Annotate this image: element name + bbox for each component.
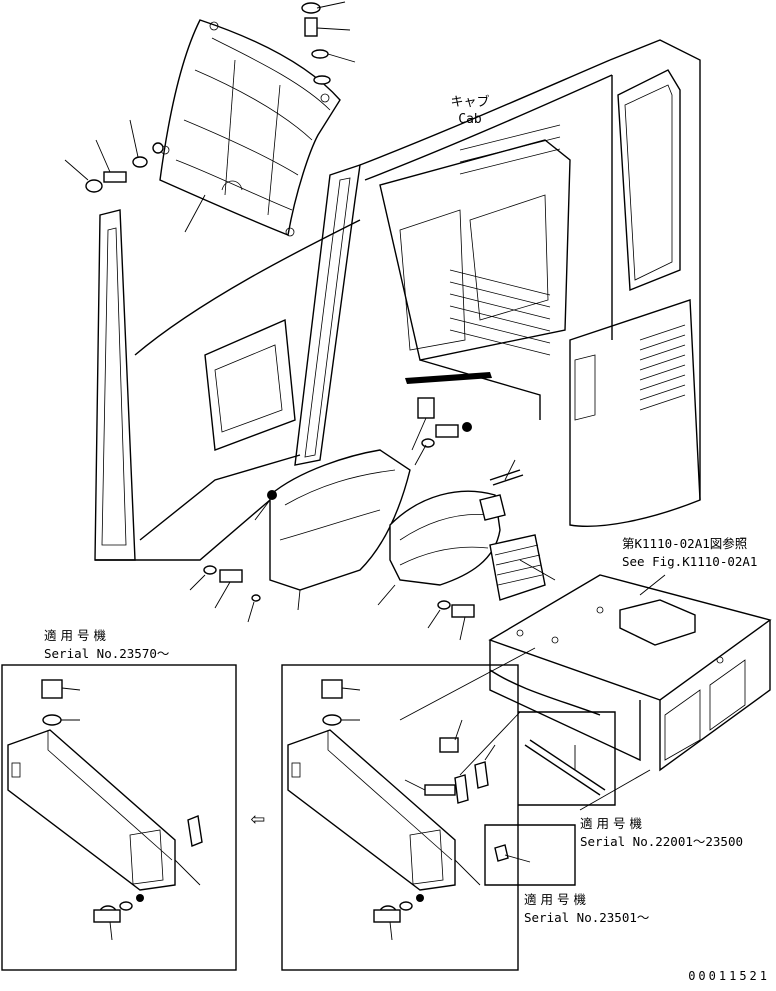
reference-label-ja: 第K1110-02A1図参照 bbox=[622, 536, 747, 551]
inset-pad bbox=[494, 844, 531, 863]
cab-label-en: Cab bbox=[458, 112, 482, 127]
inset-rod bbox=[524, 739, 606, 796]
top-cover-panel bbox=[159, 19, 341, 237]
direction-arrow: ⇦ bbox=[251, 804, 265, 832]
vent-grille bbox=[639, 324, 686, 411]
serial-c-label-ja: 適用号機 bbox=[524, 892, 590, 907]
cab-label-ja: キャブ bbox=[450, 94, 489, 110]
drawing-number: 00011521 bbox=[688, 969, 770, 983]
serial-b-label-en: Serial No.22001～23500 bbox=[580, 834, 743, 849]
inset-small-frame bbox=[484, 824, 576, 886]
lower-fasteners bbox=[189, 565, 475, 641]
inset-middle-frame bbox=[281, 664, 519, 971]
side-bolt-set bbox=[64, 119, 206, 233]
reference-label-en: See Fig.K1110-02A1 bbox=[622, 554, 757, 569]
lower-left-cover bbox=[254, 449, 411, 591]
serial-a-label-ja: 適用号機 bbox=[44, 628, 110, 643]
inset-middle-panel bbox=[287, 679, 496, 941]
inset-left-panel bbox=[7, 679, 203, 941]
top-bolt-stack bbox=[301, 1, 356, 85]
inset-left-frame bbox=[1, 664, 237, 971]
serial-a-label-en: Serial No.23570～ bbox=[44, 646, 169, 661]
small-rod bbox=[489, 459, 524, 486]
serial-b-label-ja: 適用号機 bbox=[580, 816, 646, 831]
cab-frame bbox=[94, 39, 701, 561]
floor-frame bbox=[488, 574, 772, 772]
rear-deck-ribs bbox=[449, 124, 561, 356]
serial-c-label-en: Serial No.23501～ bbox=[524, 910, 649, 925]
switch-part bbox=[411, 397, 472, 466]
grille-panel bbox=[489, 534, 556, 601]
lower-center-cover bbox=[389, 490, 506, 586]
inset-detail-frame bbox=[518, 711, 616, 806]
